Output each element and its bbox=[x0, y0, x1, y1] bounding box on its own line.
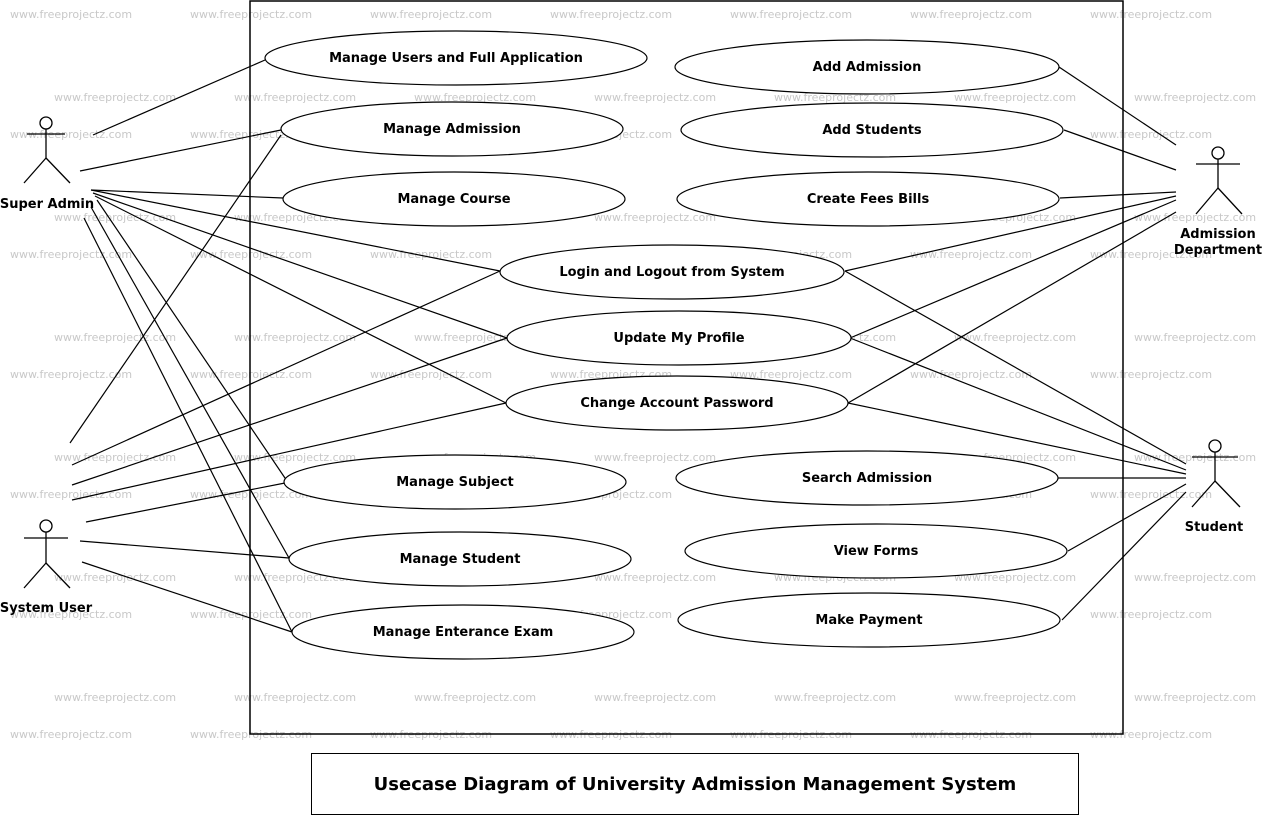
assoc-super-admin-manage-exam bbox=[83, 217, 293, 633]
stick-figure-icon bbox=[1195, 146, 1243, 215]
assoc-student-view-forms bbox=[1067, 483, 1187, 552]
assoc-admission-dept-add-students bbox=[1063, 129, 1177, 171]
assoc-super-admin-manage-subject bbox=[96, 199, 288, 482]
use-case-view-forms: View Forms bbox=[684, 523, 1068, 579]
actor-label: System User bbox=[0, 601, 93, 616]
use-case-manage-subject: Manage Subject bbox=[283, 454, 627, 510]
system-boundary bbox=[249, 0, 1124, 735]
assoc-system-user-change-password bbox=[71, 402, 507, 501]
assoc-system-user-manage-subject bbox=[85, 482, 286, 523]
assoc-system-user-manage-student bbox=[79, 540, 290, 559]
actor-label: Student bbox=[1185, 520, 1243, 535]
assoc-student-change-password bbox=[847, 402, 1187, 475]
diagram-caption: Usecase Diagram of University Admission … bbox=[373, 773, 1017, 795]
assoc-super-admin-manage-users bbox=[92, 59, 266, 136]
assoc-super-admin-manage-course bbox=[90, 189, 284, 199]
use-case-label: View Forms bbox=[834, 544, 919, 559]
actor-super-admin: Super Admin bbox=[0, 116, 94, 212]
actor-student: Student bbox=[1185, 439, 1243, 535]
assoc-admission-dept-add-admission bbox=[1058, 66, 1177, 146]
assoc-admission-dept-change-password bbox=[847, 211, 1177, 404]
use-case-label: Manage Admission bbox=[383, 122, 521, 137]
assoc-student-make-payment bbox=[1061, 491, 1187, 621]
use-case-label: Make Payment bbox=[815, 613, 922, 628]
assoc-system-user-manage-exam bbox=[81, 561, 293, 633]
use-case-label: Create Fees Bills bbox=[807, 192, 930, 207]
use-case-label: Add Students bbox=[822, 123, 922, 138]
use-case-manage-student: Manage Student bbox=[288, 531, 632, 587]
assoc-admission-dept-create-fees-bills bbox=[1059, 191, 1177, 199]
use-case-label: Manage Subject bbox=[396, 475, 514, 490]
assoc-system-user-update-profile bbox=[71, 337, 508, 486]
use-case-label: Add Admission bbox=[813, 60, 922, 75]
use-case-add-admission: Add Admission bbox=[674, 39, 1060, 95]
use-case-label: Change Account Password bbox=[580, 396, 773, 411]
use-case-label: Update My Profile bbox=[613, 331, 744, 346]
use-case-update-profile: Update My Profile bbox=[506, 310, 852, 366]
actor-admission-department: Admission Department bbox=[1174, 146, 1262, 258]
actor-label: Admission bbox=[1180, 227, 1256, 242]
diagram-caption-box: Usecase Diagram of University Admission … bbox=[311, 753, 1079, 815]
use-case-search-admission: Search Admission bbox=[675, 450, 1059, 506]
use-case-label: Manage Student bbox=[400, 552, 521, 567]
use-case-login-logout: Login and Logout from System bbox=[499, 244, 845, 300]
assoc-admission-dept-login bbox=[844, 195, 1177, 272]
assoc-super-admin-manage-admission bbox=[79, 129, 282, 172]
use-case-label: Search Admission bbox=[802, 471, 932, 486]
actor-label: Department bbox=[1174, 243, 1262, 258]
assoc-super-admin-update-profile bbox=[92, 192, 508, 339]
stick-figure-icon bbox=[23, 519, 71, 589]
use-case-label: Manage Enterance Exam bbox=[373, 625, 554, 640]
use-case-manage-admission: Manage Admission bbox=[280, 101, 624, 157]
use-case-manage-course: Manage Course bbox=[282, 171, 626, 227]
assoc-super-admin-manage-student bbox=[90, 206, 290, 559]
assoc-system-user-manage-admission bbox=[69, 134, 282, 444]
use-case-make-payment: Make Payment bbox=[677, 592, 1061, 648]
associations bbox=[69, 59, 1187, 633]
use-case-label: Manage Users and Full Application bbox=[329, 51, 583, 66]
use-case-manage-exam: Manage Enterance Exam bbox=[291, 604, 635, 660]
use-case-label: Login and Logout from System bbox=[559, 265, 784, 280]
assoc-system-user-login bbox=[71, 270, 501, 466]
actor-label: Super Admin bbox=[0, 197, 94, 212]
assoc-admission-dept-update-profile bbox=[849, 199, 1177, 339]
stick-figure-icon bbox=[23, 116, 71, 184]
actor-system-user: System User bbox=[0, 519, 93, 616]
assoc-super-admin-change-password bbox=[94, 195, 507, 404]
use-case-change-password: Change Account Password bbox=[505, 375, 849, 431]
assoc-student-login bbox=[844, 270, 1187, 465]
stick-figure-icon bbox=[1191, 439, 1241, 508]
use-case-label: Manage Course bbox=[397, 192, 510, 207]
assoc-super-admin-login bbox=[90, 189, 501, 272]
use-case-manage-users: Manage Users and Full Application bbox=[264, 30, 648, 86]
use-case-create-fees-bills: Create Fees Bills bbox=[676, 171, 1060, 227]
use-case-add-students: Add Students bbox=[680, 102, 1064, 158]
assoc-student-update-profile bbox=[849, 337, 1187, 471]
